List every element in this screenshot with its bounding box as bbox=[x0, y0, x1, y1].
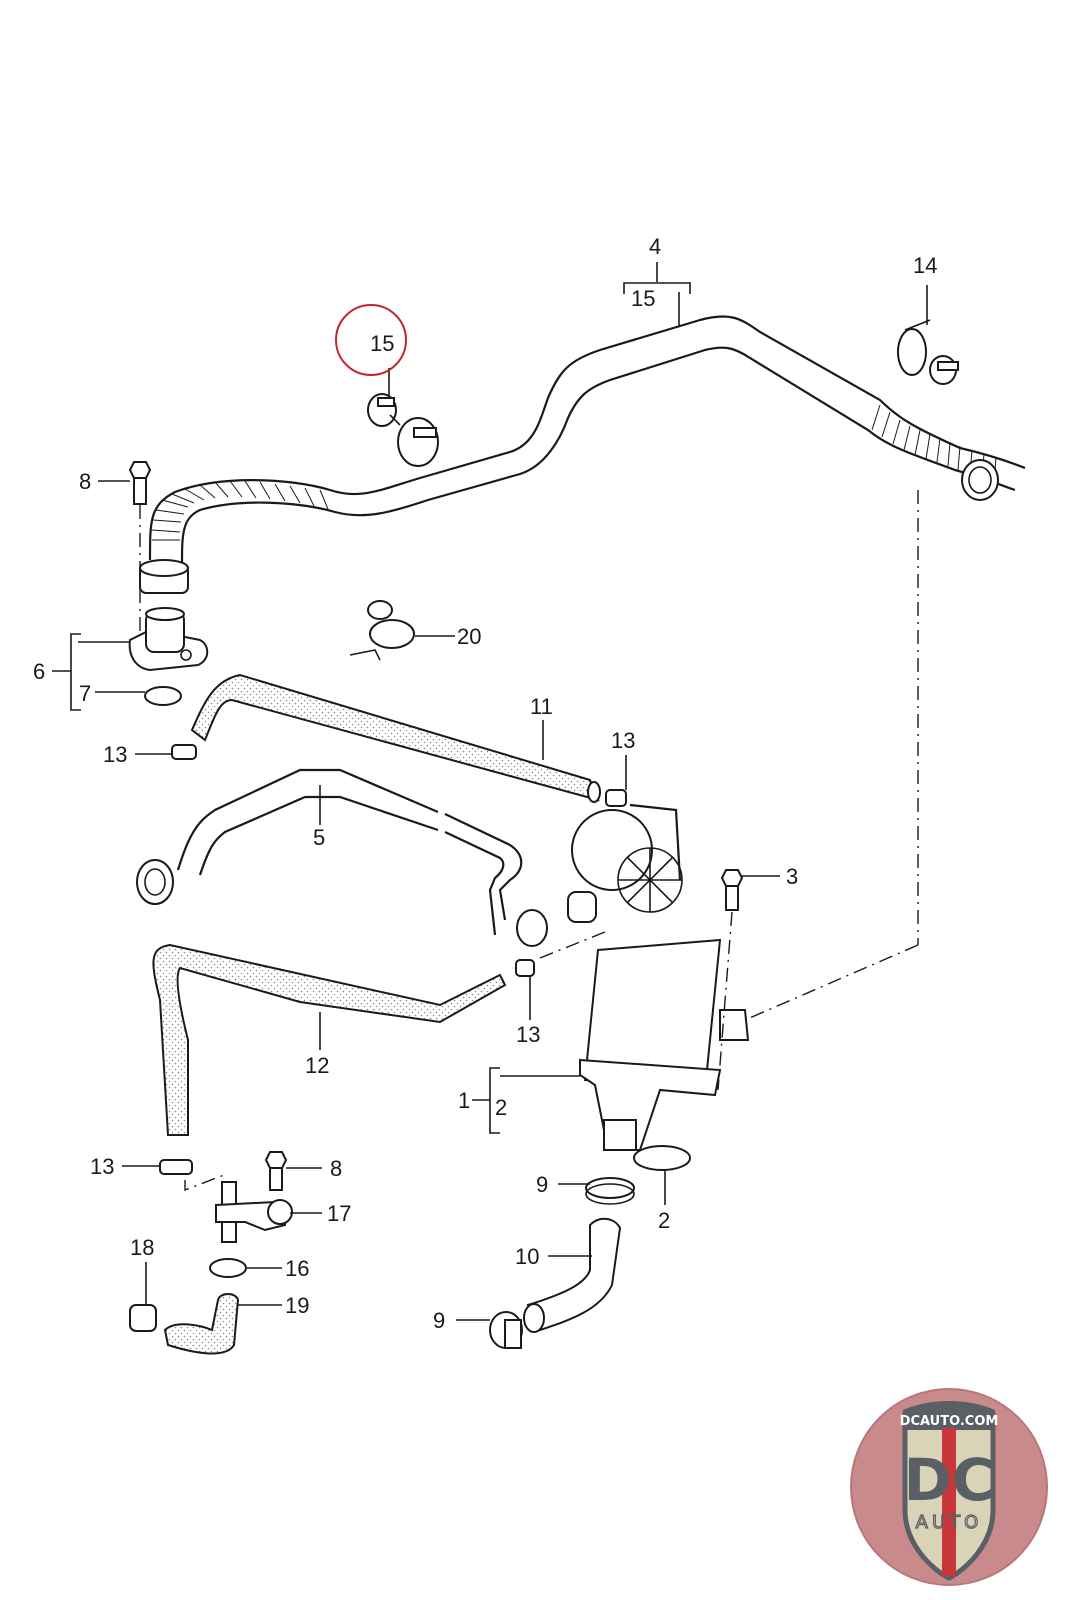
leader-lines bbox=[52, 262, 928, 1321]
part-19-hose bbox=[163, 1293, 240, 1355]
callout-4[interactable]: 4 bbox=[649, 234, 661, 259]
callout-1[interactable]: 1 bbox=[458, 1088, 470, 1113]
callout-8-upper[interactable]: 8 bbox=[79, 469, 91, 494]
part-13-clamp-d bbox=[159, 1159, 193, 1175]
callout-13-b[interactable]: 13 bbox=[611, 728, 635, 753]
part-14-hose-clamp bbox=[897, 319, 959, 385]
callout-9-upper[interactable]: 9 bbox=[536, 1172, 548, 1197]
part-16-grommet bbox=[209, 1258, 247, 1278]
part-5-hose bbox=[136, 768, 548, 947]
dcauto-logo[interactable]: DCAUTO.COM DC AUTO bbox=[850, 1388, 1048, 1586]
callout-13-a[interactable]: 13 bbox=[103, 742, 127, 767]
part-13-clamp-b bbox=[605, 789, 627, 807]
callout-3[interactable]: 3 bbox=[786, 864, 798, 889]
part-9-clamp-upper bbox=[585, 1177, 635, 1205]
callout-19[interactable]: 19 bbox=[285, 1293, 309, 1318]
callout-13-c[interactable]: 13 bbox=[516, 1022, 540, 1047]
callout-20[interactable]: 20 bbox=[457, 624, 481, 649]
logo-subtitle: AUTO bbox=[916, 1512, 983, 1533]
part-8-bolt-upper bbox=[128, 461, 152, 636]
callout-10[interactable]: 10 bbox=[515, 1244, 539, 1269]
part-9-clamp-lower bbox=[489, 1311, 523, 1349]
part-3-bolt bbox=[717, 869, 744, 1091]
callout-12[interactable]: 12 bbox=[305, 1053, 329, 1078]
part-4-upper-breather-hose bbox=[139, 315, 1026, 594]
callout-14[interactable]: 14 bbox=[913, 253, 937, 278]
callout-15-bracket[interactable]: 15 bbox=[631, 286, 655, 311]
part-15-hose-clamp bbox=[367, 393, 439, 467]
part-17-bracket bbox=[184, 1174, 293, 1243]
callout-15-highlighted[interactable]: 15 bbox=[370, 331, 394, 356]
callout-16[interactable]: 16 bbox=[285, 1256, 309, 1281]
callout-5[interactable]: 5 bbox=[313, 825, 325, 850]
callout-labels: 4 15 15 14 8 20 6 7 13 11 13 5 3 13 12 1… bbox=[33, 234, 937, 1333]
part-10-hose bbox=[526, 1217, 622, 1332]
part-7-o-ring bbox=[144, 686, 182, 706]
callout-13-d[interactable]: 13 bbox=[90, 1154, 114, 1179]
part-8-bolt-lower bbox=[264, 1151, 288, 1191]
part-20-hose-clamp bbox=[349, 600, 415, 661]
part-13-clamp-c bbox=[515, 959, 535, 977]
callout-9-lower[interactable]: 9 bbox=[433, 1308, 445, 1333]
callout-2-ring[interactable]: 2 bbox=[658, 1208, 670, 1233]
callout-18[interactable]: 18 bbox=[130, 1235, 154, 1260]
callout-6[interactable]: 6 bbox=[33, 659, 45, 684]
callout-2-bracket[interactable]: 2 bbox=[495, 1095, 507, 1120]
logo-monogram: DC bbox=[904, 1446, 995, 1514]
callout-7[interactable]: 7 bbox=[79, 681, 91, 706]
highlight-circle bbox=[335, 304, 407, 376]
part-12-hose bbox=[152, 943, 507, 1136]
callout-11[interactable]: 11 bbox=[530, 694, 553, 719]
callout-17[interactable]: 17 bbox=[327, 1201, 351, 1226]
part-18-cap bbox=[129, 1304, 157, 1332]
logo-url-text: DCAUTO.COM bbox=[900, 1414, 999, 1429]
callout-8-lower[interactable]: 8 bbox=[330, 1156, 342, 1181]
part-2-o-ring bbox=[633, 1145, 691, 1171]
logo-stripe bbox=[942, 1428, 956, 1576]
part-6-flange-fitting bbox=[128, 607, 209, 672]
part-13-clamp-a bbox=[171, 744, 197, 760]
part-1-oil-separator bbox=[539, 803, 750, 1151]
